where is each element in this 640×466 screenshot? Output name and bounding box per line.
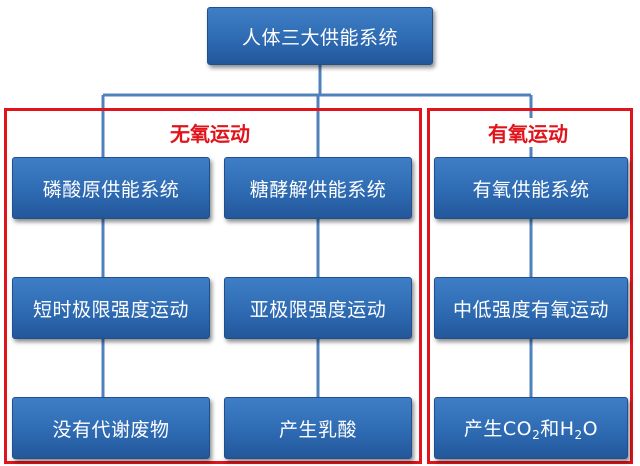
- oxidative-product-text: 产生CO2和H2O: [464, 414, 598, 442]
- h2o-subscript: 2: [574, 428, 583, 442]
- product-prefix: 产生CO: [463, 418, 533, 440]
- glycolysis-product-node: 产生乳酸: [224, 397, 412, 459]
- co2-subscript: 2: [532, 428, 541, 442]
- anaerobic-group-border: [4, 108, 422, 464]
- aerobic-group-title: 有氧运动: [484, 118, 572, 147]
- aerobic-group-border: [427, 108, 633, 464]
- glycolysis-system-node: 糖酵解供能系统: [224, 157, 412, 219]
- phosphagen-system-node: 磷酸原供能系统: [12, 157, 210, 219]
- product-suffix: O: [582, 418, 599, 440]
- oxidative-intensity-node: 中低强度有氧运动: [434, 277, 628, 339]
- product-mid: 和H: [540, 418, 575, 440]
- root-node: 人体三大供能系统: [207, 7, 433, 65]
- oxidative-system-node: 有氧供能系统: [434, 157, 628, 219]
- phosphagen-product-node: 没有代谢废物: [12, 397, 210, 459]
- oxidative-product-node: 产生CO2和H2O: [434, 397, 628, 459]
- glycolysis-intensity-node: 亚极限强度运动: [224, 277, 412, 339]
- anaerobic-group-title: 无氧运动: [166, 118, 254, 147]
- phosphagen-intensity-node: 短时极限强度运动: [12, 277, 210, 339]
